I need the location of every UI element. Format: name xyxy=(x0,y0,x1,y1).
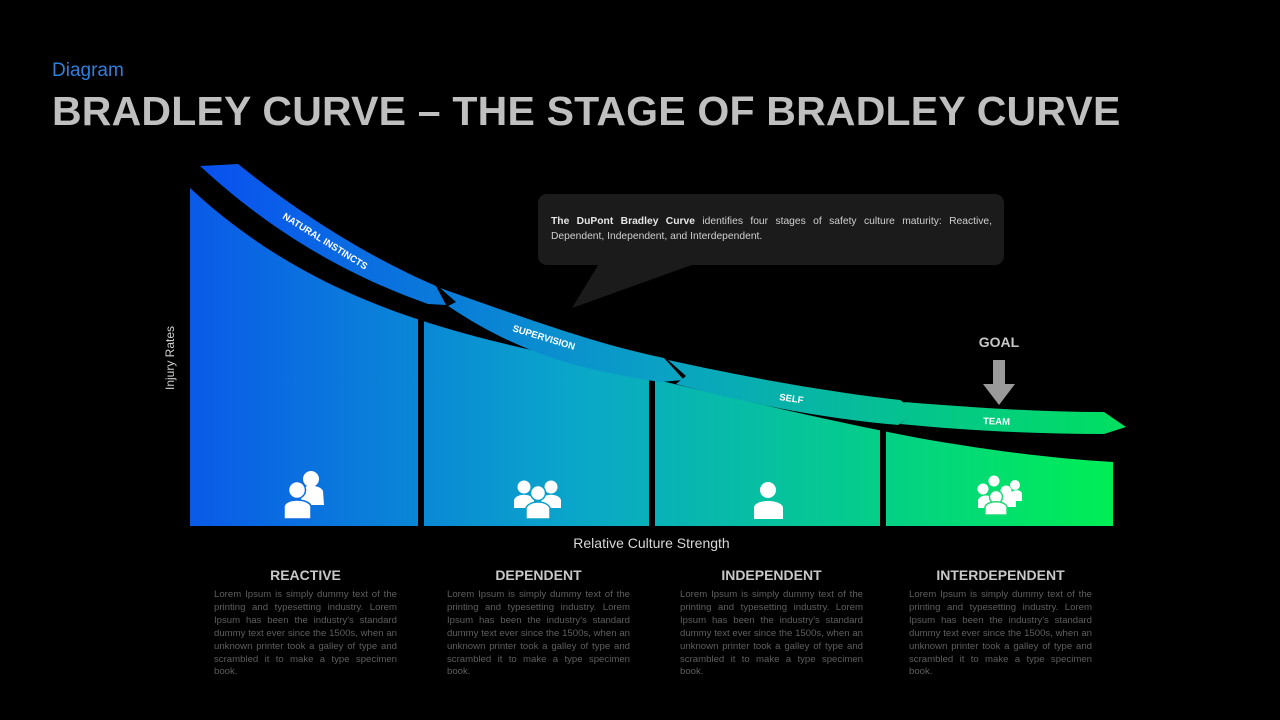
stage-dependent: DEPENDENT Lorem Ipsum is simply dummy te… xyxy=(447,567,630,679)
x-axis-label: Relative Culture Strength xyxy=(573,535,730,551)
callout-box: The DuPont Bradley Curve identifies four… xyxy=(538,194,1004,265)
arrow-natural-instincts xyxy=(200,164,446,305)
stage-title: INTERDEPENDENT xyxy=(936,567,1065,583)
single-person-icon xyxy=(754,482,783,519)
stage-title: INDEPENDENT xyxy=(721,567,822,583)
stage-independent: INDEPENDENT Lorem Ipsum is simply dummy … xyxy=(680,567,863,679)
divider-3 xyxy=(880,412,886,528)
two-people-icon xyxy=(283,471,324,520)
y-axis-label: Injury Rates xyxy=(163,325,177,391)
callout-pointer xyxy=(572,262,700,308)
slide-title: BRADLEY CURVE – THE STAGE OF BRADLEY CUR… xyxy=(52,88,1121,134)
stage-description: Lorem Ipsum is simply dummy text of the … xyxy=(214,589,397,678)
arrow-team xyxy=(900,402,1126,434)
stage-title: DEPENDENT xyxy=(495,567,582,583)
arrow-supervision xyxy=(440,288,684,382)
group-icon xyxy=(514,480,561,520)
arrow-self xyxy=(668,360,918,425)
arrow-label-team: TEAM xyxy=(983,416,1010,428)
callout-bold-text: The DuPont Bradley Curve xyxy=(551,216,695,227)
goal-arrow-icon xyxy=(983,360,1015,405)
team-icon xyxy=(977,475,1022,516)
stage-description: Lorem Ipsum is simply dummy text of the … xyxy=(909,589,1092,678)
arrow-label-self: SELF xyxy=(779,392,805,406)
divider-1 xyxy=(418,300,424,528)
stage-interdependent: INTERDEPENDENT Lorem Ipsum is simply dum… xyxy=(909,567,1092,679)
stage-description: Lorem Ipsum is simply dummy text of the … xyxy=(680,589,863,678)
stage-description: Lorem Ipsum is simply dummy text of the … xyxy=(447,589,630,678)
callout-text: identifies four stages of safety culture… xyxy=(551,216,992,242)
stage-reactive: REACTIVE Lorem Ipsum is simply dummy tex… xyxy=(214,567,397,679)
goal-label: GOAL xyxy=(978,334,1020,350)
slide-kicker: Diagram xyxy=(52,60,124,81)
divider-2 xyxy=(649,375,655,528)
stage-title: REACTIVE xyxy=(270,567,341,583)
